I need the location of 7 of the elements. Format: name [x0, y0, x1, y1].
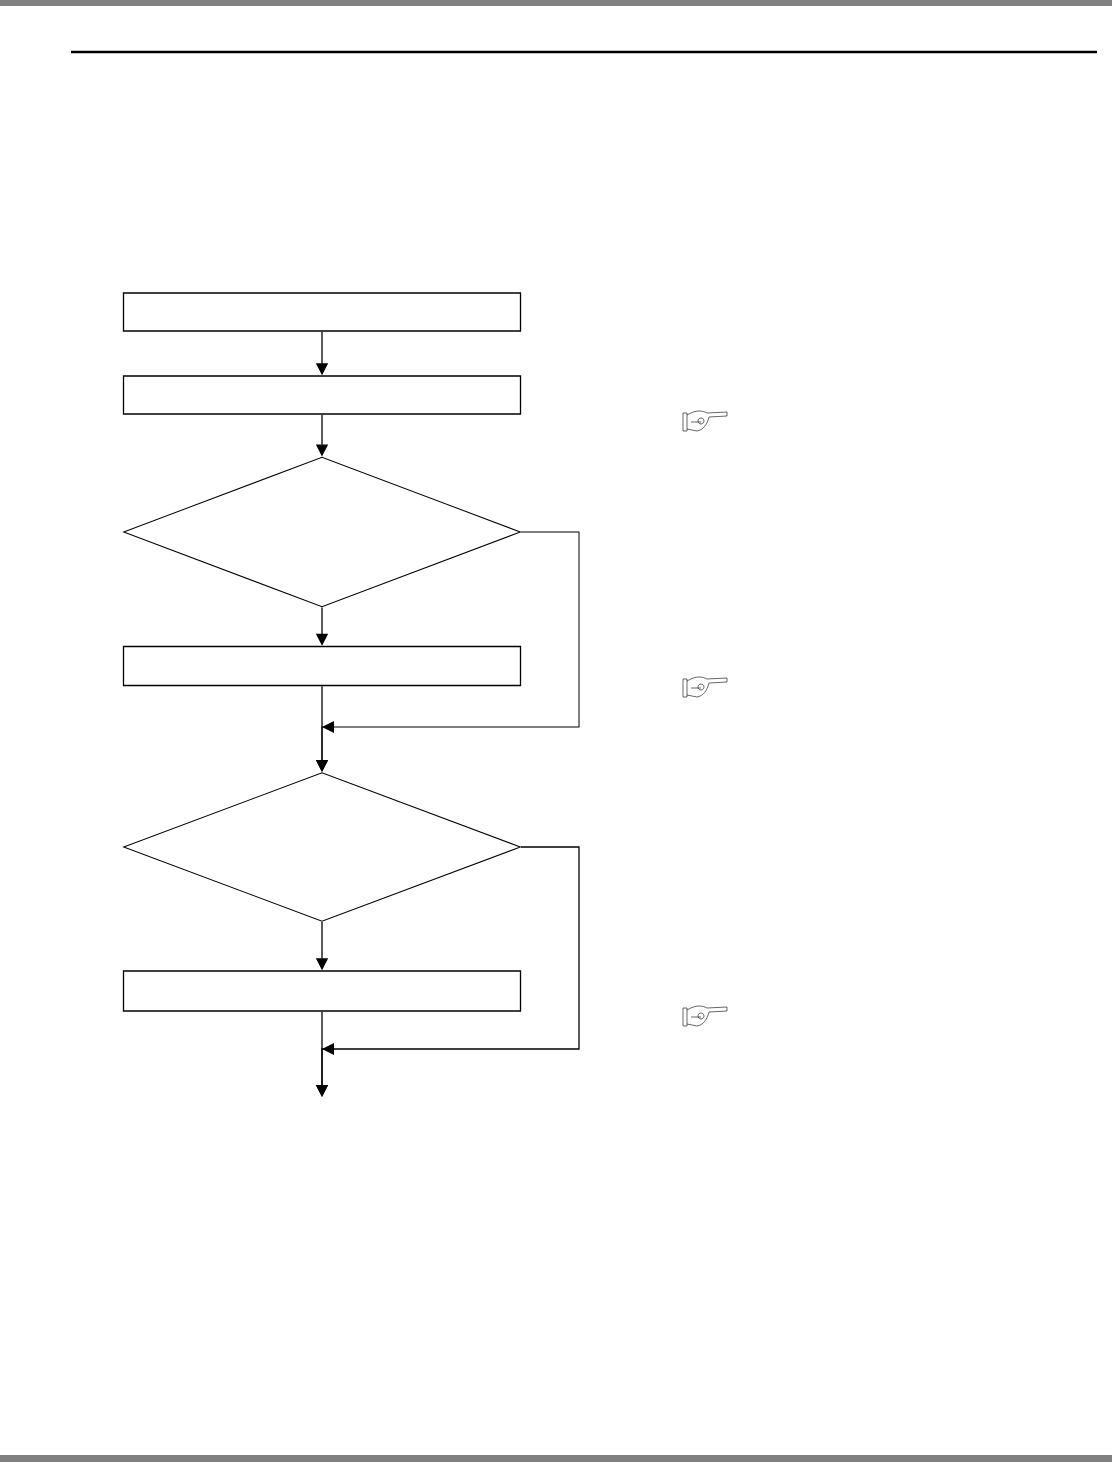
process-box — [122, 645, 522, 687]
arrow — [316, 531, 580, 772]
process-box — [122, 970, 522, 1012]
decision-diamond — [123, 456, 521, 608]
decision-diamond — [123, 772, 521, 922]
process-box — [122, 292, 522, 332]
process-box — [122, 375, 522, 415]
